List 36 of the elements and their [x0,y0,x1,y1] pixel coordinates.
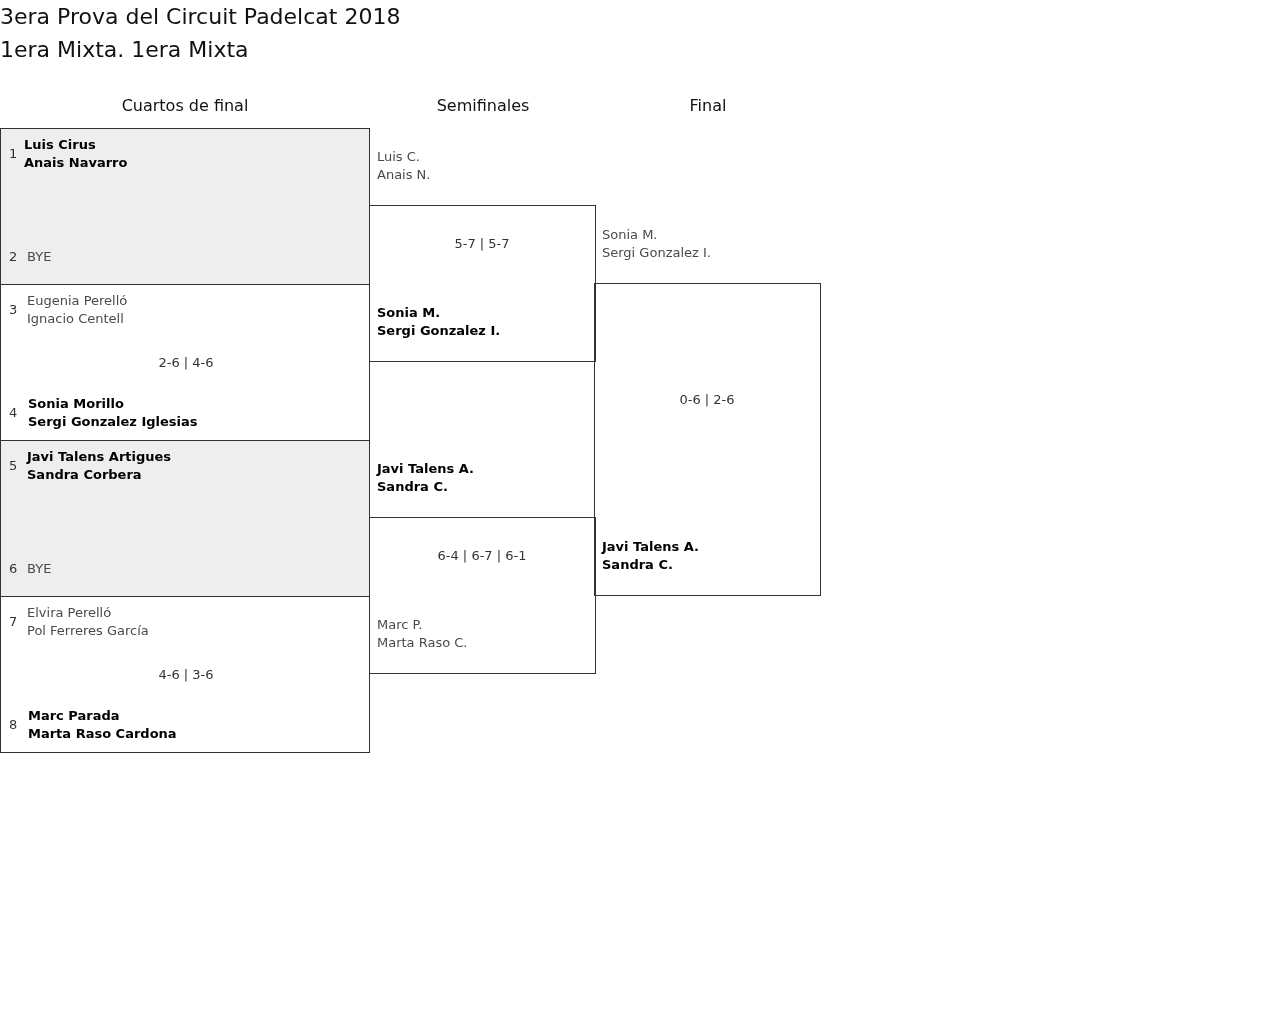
column-heading: Semifinales [436,95,530,117]
seed-number: 3 [9,301,18,319]
team-name: Sonia M. Sergi Gonzalez I. [602,226,711,262]
match-box [0,596,370,753]
team-name: Marc P. Marta Raso C. [377,616,468,652]
match-score: 2-6 | 4-6 [158,354,214,372]
match-box [0,440,370,597]
match-box [0,128,370,285]
team-name: Javi Talens Artigues Sandra Corbera [27,448,172,484]
team-name: Elvira Perelló Pol Ferreres García [27,604,149,640]
team-name: Luis C. Anais N. [377,148,431,184]
seed-number: 4 [9,404,18,422]
match-score: 5-7 | 5-7 [454,235,510,253]
seed-number: 6 [9,560,18,578]
team-name: Sonia M. Sergi Gonzalez I. [377,304,501,340]
match-box [0,284,370,441]
column-heading: Cuartos de final [121,95,249,117]
team-name: Luis Cirus Anais Navarro [24,136,128,172]
team-name: Eugenia Perelló Ignacio Centell [27,292,128,328]
title-text: 3era Prova del Circuit Padelcat 2018 [0,3,401,31]
match-score: 4-6 | 3-6 [158,666,214,684]
column-heading: Final [689,95,727,117]
seed-number: 1 [9,145,18,163]
match-score: 6-4 | 6-7 | 6-1 [437,547,527,565]
seed-number: 5 [9,457,18,475]
team-name: Javi Talens A. Sandra C. [602,538,700,574]
team-name: BYE [27,560,52,578]
seed-number: 8 [9,716,18,734]
seed-number: 2 [9,248,18,266]
team-name: Javi Talens A. Sandra C. [377,460,475,496]
team-name: BYE [27,248,52,266]
match-score: 0-6 | 2-6 [679,391,735,409]
team-name: Marc Parada Marta Raso Cardona [28,707,177,743]
subtitle-text: 1era Mixta. 1era Mixta [0,36,249,64]
team-name: Sonia Morillo Sergi Gonzalez Iglesias [28,395,198,431]
seed-number: 7 [9,613,18,631]
